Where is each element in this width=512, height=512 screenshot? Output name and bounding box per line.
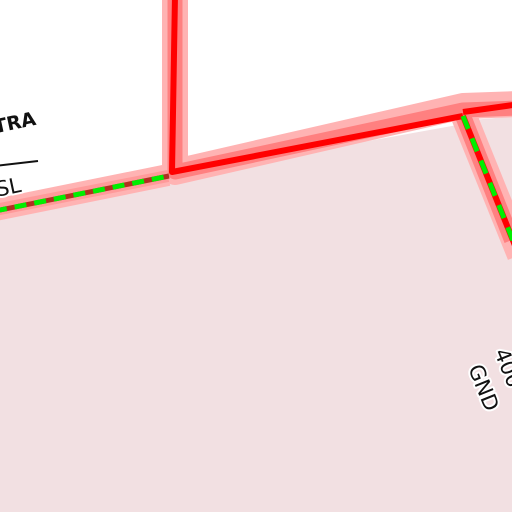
- area-label-separator: [0, 160, 39, 167]
- dashed-boundary-left[interactable]: [0, 173, 170, 213]
- restricted-boundary-line-right[interactable]: [462, 102, 512, 115]
- dashed-boundary-right[interactable]: [460, 115, 512, 258]
- restricted-area-fill[interactable]: [0, 124, 512, 512]
- restricted-boundary-line[interactable]: [169, 0, 464, 175]
